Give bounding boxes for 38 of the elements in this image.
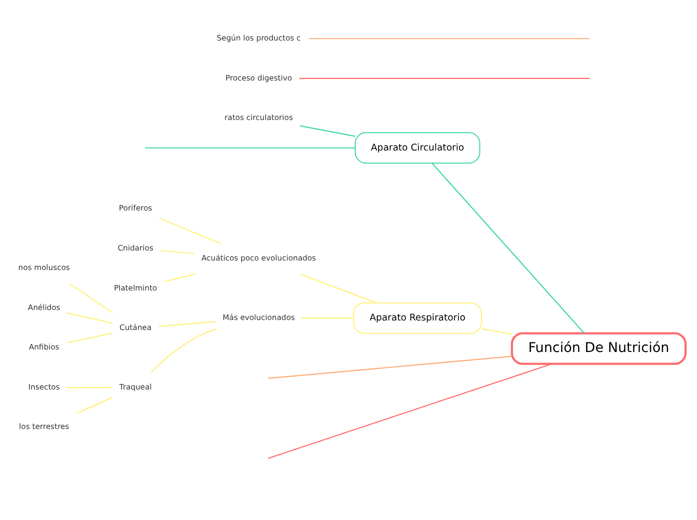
connector xyxy=(164,273,196,282)
connector xyxy=(482,328,512,334)
connector xyxy=(160,250,194,254)
connector xyxy=(158,320,216,326)
node-text: Según los productos c xyxy=(216,32,301,42)
node-box: Aparato Respiratorio xyxy=(353,302,482,334)
connector xyxy=(268,362,552,458)
connector xyxy=(158,217,221,244)
connector xyxy=(268,355,512,378)
node-text: los terrestres xyxy=(19,422,70,431)
node-text: Anfibios xyxy=(28,342,60,352)
connector xyxy=(300,273,376,303)
node-box: Aparato Circulatorio xyxy=(354,132,480,164)
node-text: nos moluscos xyxy=(18,262,70,272)
node-text: Traqueal xyxy=(119,382,152,391)
connector xyxy=(308,38,590,39)
connector xyxy=(432,162,585,334)
node-text: Poríferos xyxy=(118,203,152,212)
node-text: Anélidos xyxy=(28,302,60,312)
connector xyxy=(299,77,590,78)
node-text: Cnidarios xyxy=(118,243,154,252)
node-text: ratos circulatorios xyxy=(224,112,293,122)
node-text: Platelminto xyxy=(114,282,158,292)
connector xyxy=(67,332,113,343)
node-text: Más evolucionados xyxy=(222,312,295,322)
node-text: Cutánea xyxy=(120,322,152,332)
node-text: Proceso digestivo xyxy=(225,72,292,82)
node-text: Insectos xyxy=(28,382,60,391)
connector xyxy=(68,282,114,313)
connector xyxy=(144,146,356,148)
node-box: Función De Nutrición xyxy=(510,332,687,364)
connector xyxy=(67,312,113,324)
connector xyxy=(66,386,112,388)
connector xyxy=(302,317,354,318)
connector xyxy=(150,328,216,372)
connector xyxy=(76,396,112,414)
connector xyxy=(300,124,356,136)
node-text: Acuáticos poco evolucionados xyxy=(201,253,316,262)
